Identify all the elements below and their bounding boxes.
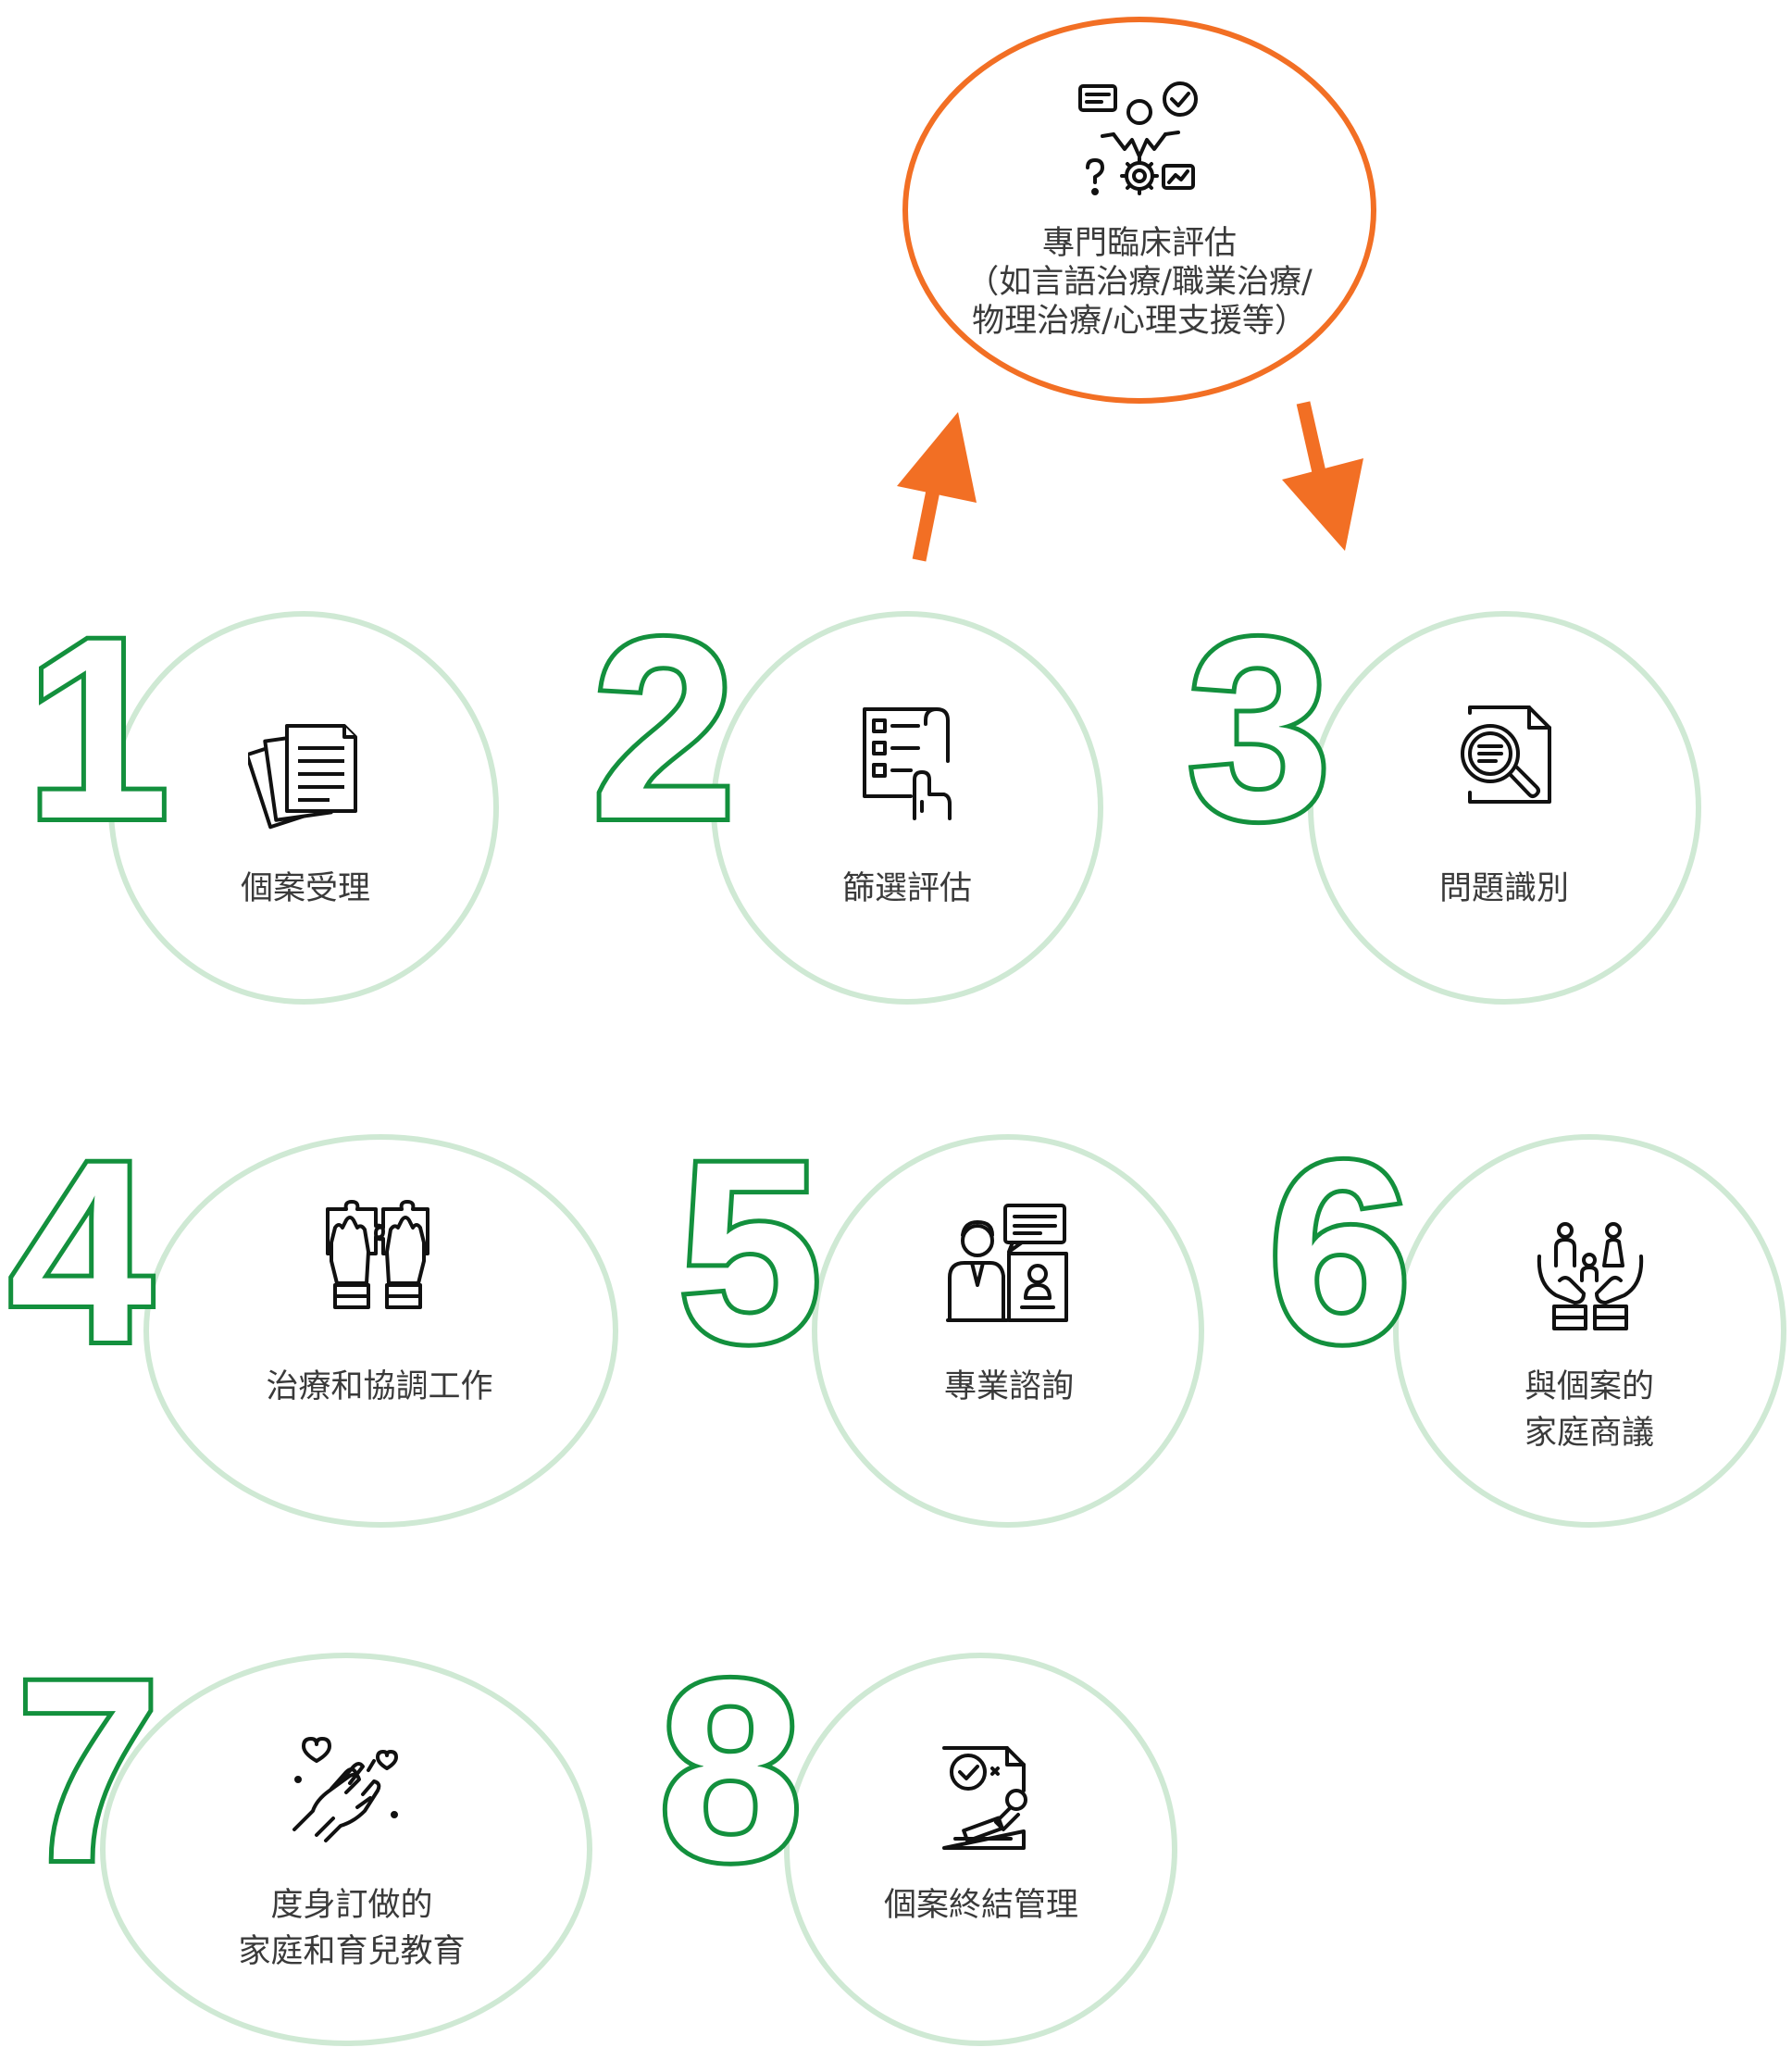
step-3-number: 3 (1183, 584, 1336, 872)
specialist-assessment-node (902, 17, 1376, 404)
step-6-circle (1393, 1134, 1786, 1528)
step-5-circle (812, 1134, 1204, 1528)
family-hands-icon (1537, 1222, 1644, 1330)
step-5-label: 專業諮詢 (943, 1368, 1074, 1405)
documents-icon (248, 724, 357, 830)
step-6-label: 與個案的 家庭商議 (1524, 1368, 1654, 1452)
step-3-label: 問題識別 (1438, 870, 1569, 907)
step-4-circle (143, 1134, 618, 1528)
step-2-number: 2 (588, 584, 740, 872)
step-6-number: 6 (1263, 1107, 1416, 1395)
step-8-label: 個案終結管理 (883, 1887, 1078, 1924)
step-1-label: 個案受理 (240, 870, 370, 907)
step-1-number: 1 (21, 584, 174, 872)
specialist-assessment-line-2: 物理治療/心理支援等） (972, 303, 1307, 340)
document-search-icon (1461, 705, 1551, 804)
approved-stamp-icon (942, 1746, 1027, 1850)
step-4-number: 4 (5, 1107, 157, 1395)
step-5-number: 5 (674, 1107, 827, 1395)
step-2-circle (711, 611, 1103, 1005)
step-8-number: 8 (654, 1626, 807, 1914)
checklist-icon (863, 707, 952, 820)
specialist-assessment-line-1: （如言語治療/職業治療/ (966, 264, 1313, 301)
step-3-circle (1308, 611, 1701, 1005)
step-2-label: 篩選評估 (841, 870, 972, 907)
step-7-circle (100, 1653, 592, 2046)
step-7-label: 度身訂做的 家庭和育兒教育 (238, 1887, 466, 1970)
caring-hands-icon (292, 1737, 398, 1842)
arrow-down-from-assessment (1282, 401, 1363, 551)
step-4-label: 治療和協調工作 (266, 1368, 493, 1405)
consultant-icon (946, 1204, 1068, 1322)
specialist-assessment-icon (1078, 81, 1198, 195)
arrow-up-to-assessment (897, 412, 977, 562)
specialist-assessment-title: 專門臨床評估 (1041, 225, 1237, 262)
step-7-number: 7 (12, 1626, 165, 1914)
puzzle-hands-icon (326, 1200, 429, 1309)
